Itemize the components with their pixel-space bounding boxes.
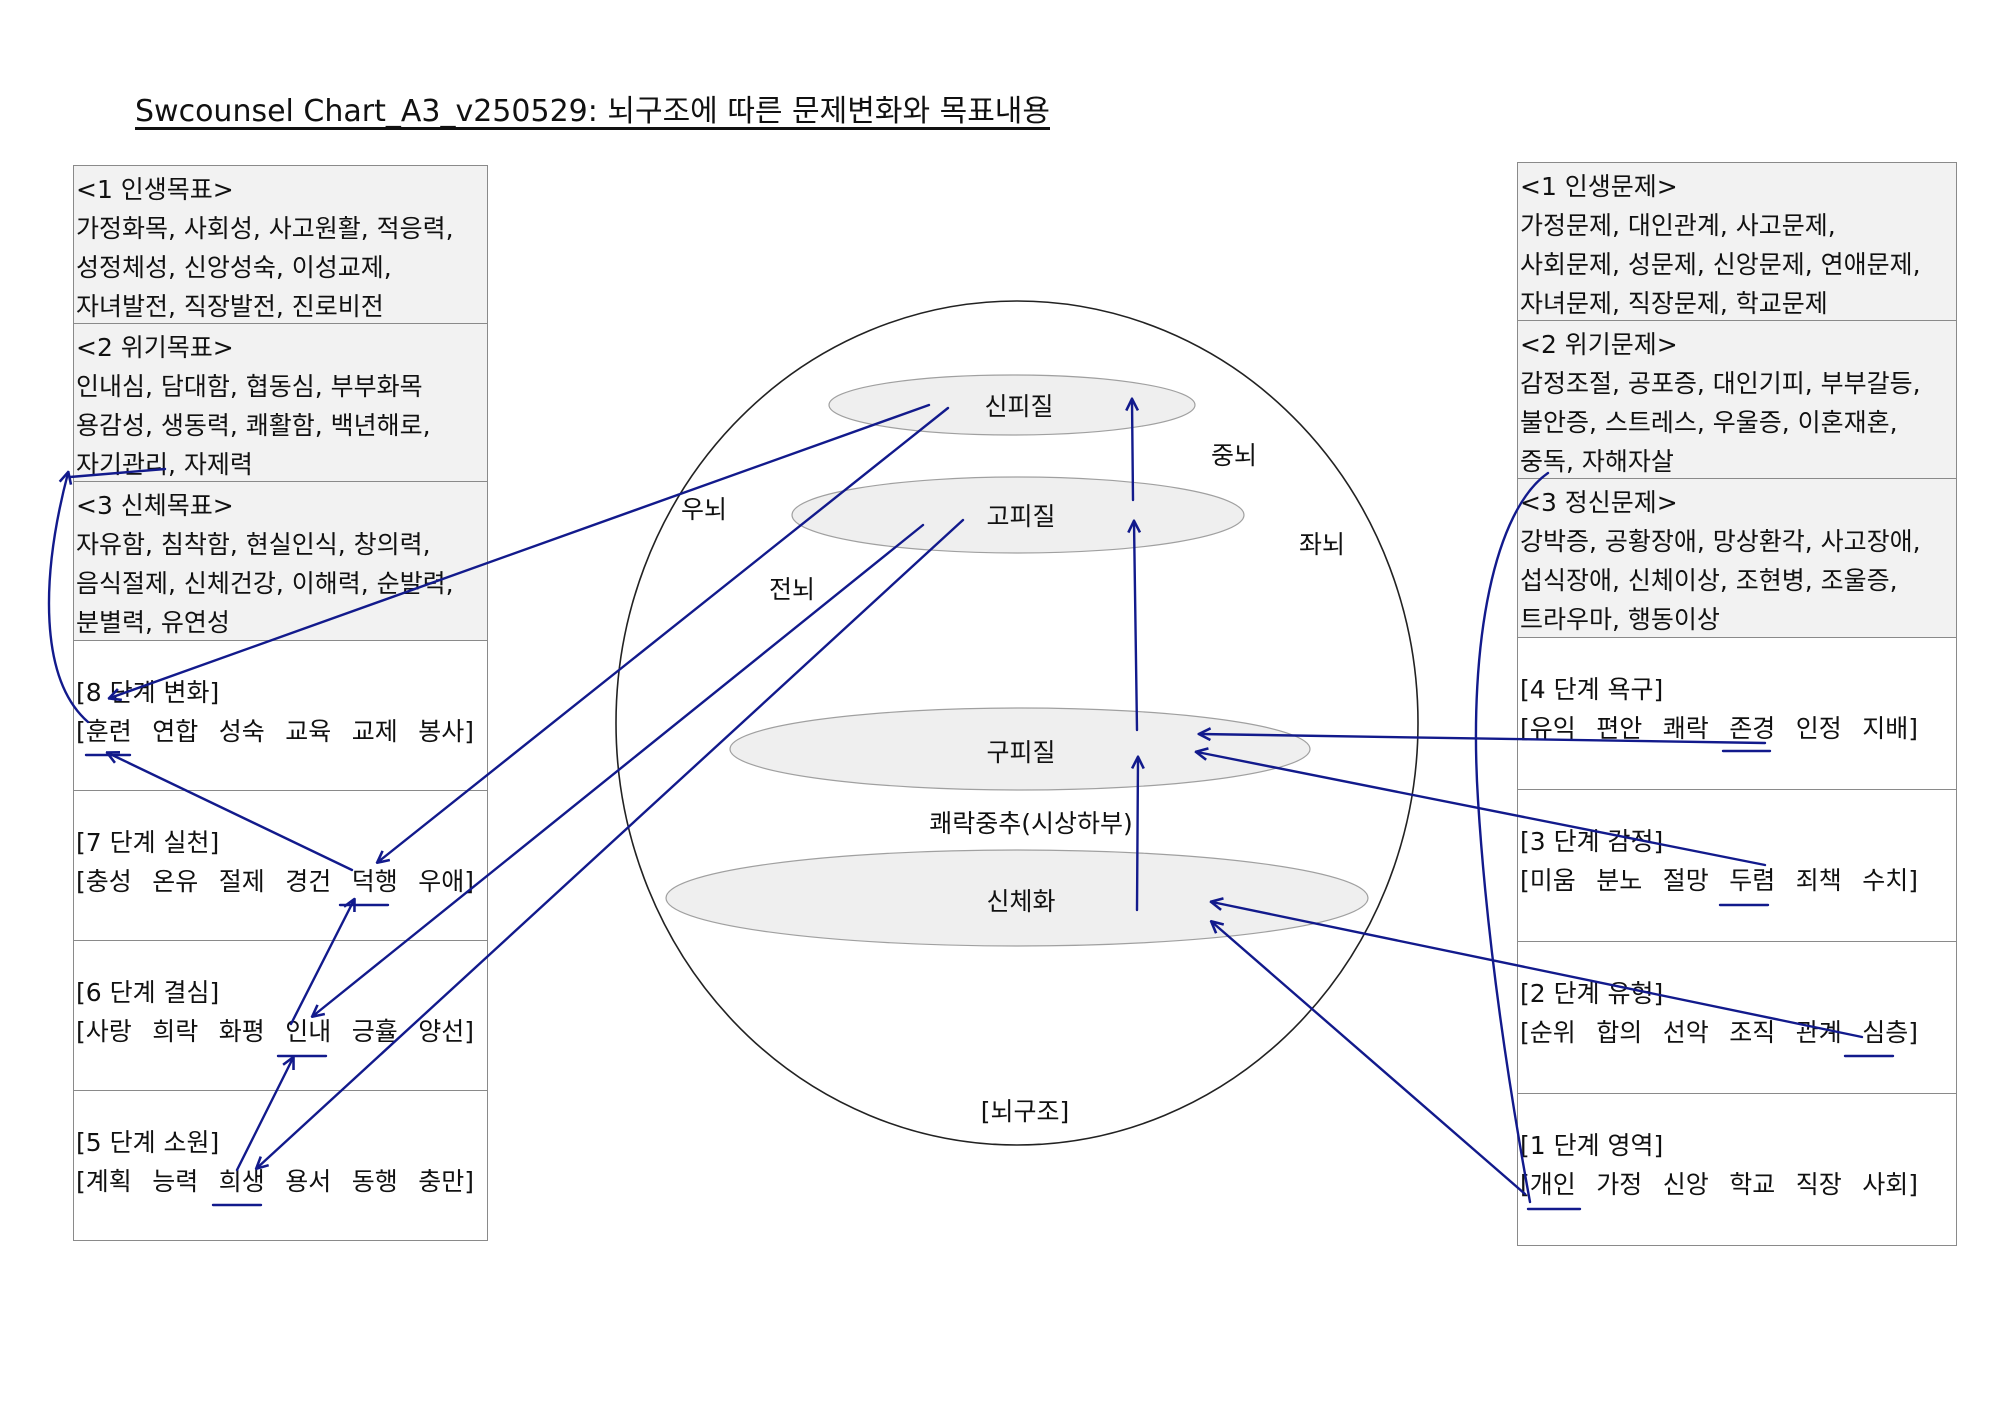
- stage-box-3-emotion: [3 단계 감정] [미움 분노 절망 두렴 죄책 수치]: [1517, 789, 1957, 942]
- flow-arrow: [1212, 922, 1527, 1196]
- stage-heading: [3 단계 감정]: [1520, 827, 1664, 856]
- goal-line: 성정체성, 신앙성숙, 이성교제,: [76, 253, 392, 282]
- problem-heading: <1 인생문제>: [1520, 172, 1678, 201]
- stage-heading: [4 단계 욕구]: [1520, 675, 1664, 704]
- stage-heading: [1 단계 영역]: [1520, 1131, 1664, 1160]
- layer-label-somatization: 신체화: [986, 887, 1056, 916]
- brain-outline: [615, 300, 1419, 1146]
- stage-keywords: [유익 편안 쾌락 존경 인정 지배]: [1520, 714, 1918, 743]
- stage-heading: [8 단계 변화]: [76, 678, 220, 707]
- goal-heading: <3 신체목표>: [76, 491, 234, 520]
- stage-box-2-type: [2 단계 유형] [순위 합의 선악 조직 관계 심층]: [1517, 941, 1957, 1094]
- problem-line: 자녀문제, 직장문제, 학교문제: [1520, 289, 1828, 318]
- goal-heading: <2 위기목표>: [76, 333, 234, 362]
- stage-heading: [5 단계 소원]: [76, 1128, 220, 1157]
- problem-line: 강박증, 공황장애, 망상환각, 사고장애,: [1520, 527, 1921, 556]
- goal-line: 자기관리, 자제력: [76, 450, 253, 479]
- goal-line: 가정화목, 사회성, 사고원활, 적응력,: [76, 214, 454, 243]
- stage-keywords: [개인 가정 신앙 학교 직장 사회]: [1520, 1170, 1918, 1199]
- problem-line: 중독, 자해자살: [1520, 447, 1674, 476]
- goal-line: 용감성, 생동력, 쾌활함, 백년해로,: [76, 411, 431, 440]
- label-left-brain: 좌뇌: [1298, 530, 1346, 559]
- goal-box-body: <3 신체목표> 자유함, 침착함, 현실인식, 창의력, 음식절제, 신체건강…: [73, 481, 488, 641]
- stage-box-8-change: [8 단계 변화] [훈련 연합 성숙 교육 교제 봉사]: [73, 640, 488, 791]
- problem-line: 섭식장애, 신체이상, 조현병, 조울증,: [1520, 566, 1898, 595]
- stage-keywords: [훈련 연합 성숙 교육 교제 봉사]: [76, 717, 474, 746]
- goal-box-life: <1 인생목표> 가정화목, 사회성, 사고원활, 적응력, 성정체성, 신앙성…: [73, 165, 488, 324]
- stage-heading: [6 단계 결심]: [76, 978, 220, 1007]
- stage-keywords: [충성 온유 절제 경건 덕행 우애]: [76, 867, 474, 896]
- problem-line: 불안증, 스트레스, 우울증, 이혼재혼,: [1520, 408, 1898, 437]
- stage-keywords: [미움 분노 절망 두렴 죄책 수치]: [1520, 866, 1918, 895]
- stage-box-4-desire: [4 단계 욕구] [유익 편안 쾌락 존경 인정 지배]: [1517, 637, 1957, 790]
- stage-keywords: [순위 합의 선악 조직 관계 심층]: [1520, 1018, 1918, 1047]
- problem-box-crisis: <2 위기문제> 감정조절, 공포증, 대인기피, 부부갈등, 불안증, 스트레…: [1517, 320, 1957, 479]
- label-right-brain: 우뇌: [680, 495, 728, 524]
- goal-line: 분별력, 유연성: [76, 608, 230, 637]
- stage-box-6-resolve: [6 단계 결심] [사랑 희락 화평 인내 긍휼 양선]: [73, 940, 488, 1091]
- problem-heading: <2 위기문제>: [1520, 330, 1678, 359]
- layer-label-paleocortex: 구피질: [986, 738, 1056, 767]
- goal-line: 음식절제, 신체건강, 이해력, 순발력,: [76, 569, 454, 598]
- brain-caption: [뇌구조]: [980, 1097, 1070, 1126]
- layer-label-neocortex: 신피질: [984, 392, 1054, 421]
- goal-box-crisis: <2 위기목표> 인내심, 담대함, 협동심, 부부화목 용감성, 생동력, 쾌…: [73, 323, 488, 482]
- label-pleasure-center: 쾌락중추(시상하부): [929, 809, 1133, 838]
- problem-line: 사회문제, 성문제, 신앙문제, 연애문제,: [1520, 250, 1921, 279]
- flow-arrow: [1137, 758, 1138, 912]
- problem-line: 감정조절, 공포증, 대인기피, 부부갈등,: [1520, 369, 1921, 398]
- goal-heading: <1 인생목표>: [76, 175, 234, 204]
- stage-box-5-wish: [5 단계 소원] [계획 능력 희생 용서 동행 충만]: [73, 1090, 488, 1241]
- problem-heading: <3 정신문제>: [1520, 488, 1678, 517]
- stage-keywords: [계획 능력 희생 용서 동행 충만]: [76, 1167, 474, 1196]
- stage-keywords: [사랑 희락 화평 인내 긍휼 양선]: [76, 1017, 474, 1046]
- stage-heading: [7 단계 실천]: [76, 828, 220, 857]
- goal-line: 인내심, 담대함, 협동심, 부부화목: [76, 372, 423, 401]
- stage-box-7-practice: [7 단계 실천] [충성 온유 절제 경건 덕행 우애]: [73, 790, 488, 941]
- problem-box-mental: <3 정신문제> 강박증, 공황장애, 망상환각, 사고장애, 섭식장애, 신체…: [1517, 478, 1957, 638]
- page-title: Swcounsel Chart_A3_v250529: 뇌구조에 따른 문제변화…: [135, 94, 1050, 129]
- flow-arrow: [1134, 522, 1137, 732]
- goal-line: 자녀발전, 직장발전, 진로비전: [76, 292, 384, 321]
- problem-line: 트라우마, 행동이상: [1520, 605, 1720, 634]
- label-forebrain: 전뇌: [768, 575, 816, 604]
- layer-label-archicortex: 고피질: [986, 502, 1056, 531]
- stage-heading: [2 단계 유형]: [1520, 979, 1664, 1008]
- label-midbrain: 중뇌: [1210, 441, 1258, 470]
- flow-arrow: [1132, 400, 1133, 502]
- problem-line: 가정문제, 대인관계, 사고문제,: [1520, 211, 1836, 240]
- problem-box-life: <1 인생문제> 가정문제, 대인관계, 사고문제, 사회문제, 성문제, 신앙…: [1517, 162, 1957, 321]
- stage-box-1-domain: [1 단계 영역] [개인 가정 신앙 학교 직장 사회]: [1517, 1093, 1957, 1246]
- goal-line: 자유함, 침착함, 현실인식, 창의력,: [76, 530, 431, 559]
